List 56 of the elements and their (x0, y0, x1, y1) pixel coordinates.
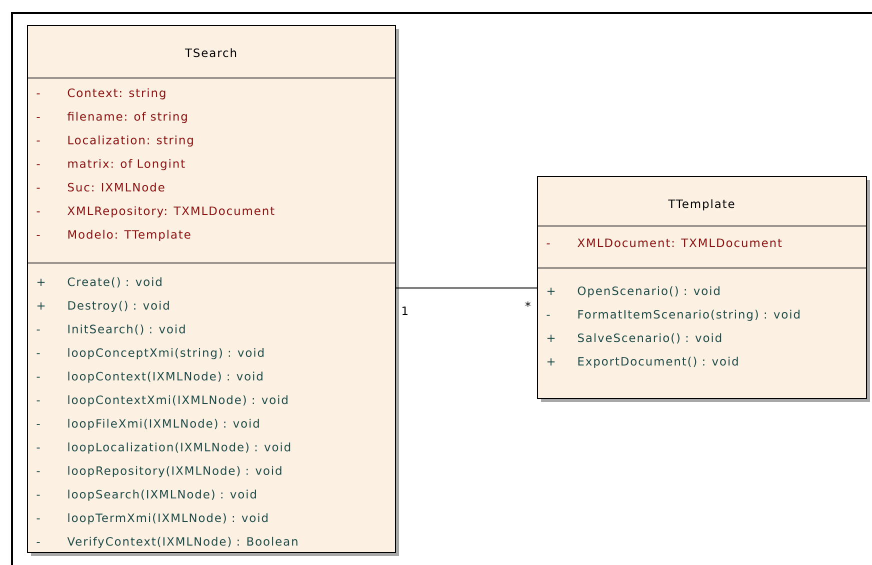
attribute-text: Modelo: TTemplate (68, 230, 190, 241)
visibility-sign: + (547, 358, 555, 366)
compartment (536, 268, 866, 368)
operation-text: OpenScenario() : void (578, 286, 720, 298)
visibility-sign: + (37, 278, 45, 286)
class-box (27, 25, 399, 556)
operation-text: loopRepository(IXMLNode) : void (68, 466, 282, 478)
visibility-sign: - (36, 353, 40, 354)
visibility-sign: - (36, 211, 40, 212)
visibility-sign: - (36, 330, 40, 331)
attribute-text: Localization: string (68, 135, 193, 147)
class-box (537, 176, 870, 402)
operation-text: FormatItemScenario(string) : void (578, 310, 800, 321)
visibility-sign: - (36, 117, 40, 118)
attribute-text: Suc: IXMLNode (68, 182, 164, 192)
visibility-sign: - (36, 448, 40, 449)
visibility-sign: + (547, 334, 555, 342)
compartment (26, 78, 396, 241)
operation-text: loopTermXmi(IXMLNode) : void (68, 513, 268, 524)
visibility-sign: - (36, 471, 40, 472)
visibility-sign: - (36, 164, 40, 166)
attribute-text: filename: of string (67, 112, 187, 123)
attribute-text: Context: string (68, 88, 166, 100)
visibility-sign: - (36, 93, 40, 94)
operation-text: ExportDocument() : void (578, 356, 738, 368)
operation-text: loopLocalization(IXMLNode) : void (68, 442, 290, 454)
visibility-sign: - (36, 400, 40, 402)
operation-text: loopContextXmi(IXMLNode) : void (68, 395, 288, 406)
visibility-sign: - (36, 376, 40, 378)
visibility-sign: - (36, 424, 40, 425)
visibility-sign: - (36, 494, 40, 496)
operation-text: Destroy() : void (68, 300, 169, 312)
operation-text: loopConceptXmi(string) : void (68, 348, 264, 360)
visibility-sign: - (36, 518, 40, 520)
visibility-sign: - (36, 542, 40, 543)
visibility-sign: - (546, 314, 550, 316)
class-name: TSearch (184, 48, 236, 58)
operation-text: SalveScenario() : void (578, 333, 722, 344)
class-name: TTemplate (668, 199, 734, 210)
attribute-text: matrix: of Longint (68, 159, 185, 170)
operation-text: VerifyContext(IXMLNode) : Boolean (67, 536, 298, 548)
visibility-sign: + (547, 288, 555, 295)
operation-text: loopContext(IXMLNode) : void (68, 372, 262, 383)
operation-text: loopFileXmi(IXMLNode) : void (68, 418, 259, 430)
visibility-sign: + (37, 302, 45, 310)
operation-text: loopSearch(IXMLNode) : void (68, 490, 256, 501)
attribute-text: XMLDocument: TXMLDocument (578, 238, 782, 248)
visibility-sign: - (36, 140, 40, 142)
operation-text: InitSearch() : void (68, 324, 185, 335)
compartment (536, 226, 866, 248)
visibility-sign: - (36, 235, 40, 236)
operation-text: Create() : void (68, 277, 162, 288)
compartment (26, 262, 396, 548)
attribute-text: XMLRepository: TXMLDocument (68, 206, 274, 218)
visibility-sign: - (546, 243, 550, 244)
visibility-sign: - (36, 188, 40, 189)
